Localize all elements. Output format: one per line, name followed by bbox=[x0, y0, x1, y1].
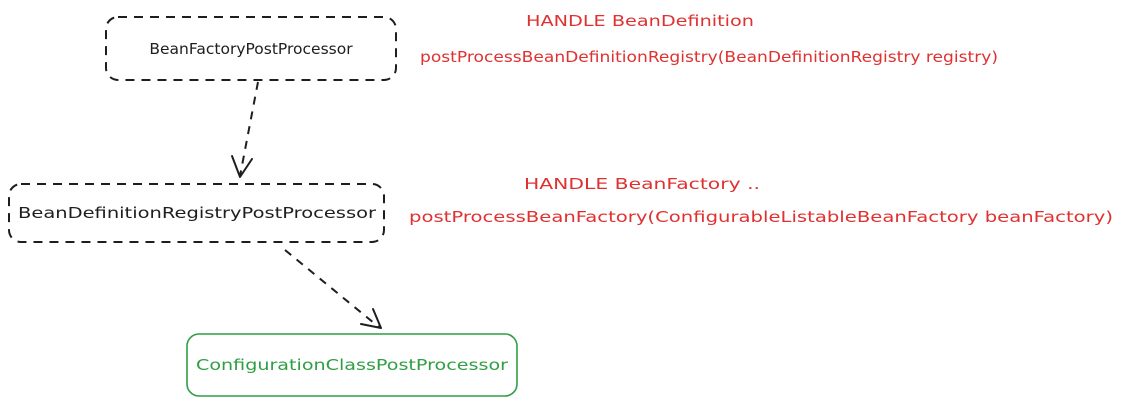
arrow-factory-to-registry-head bbox=[231, 155, 253, 178]
node-bean-factory-post-processor-label: BeanFactoryPostProcessor bbox=[149, 40, 353, 58]
note-registry: HANDLE BeanDefinition postProcessBeanDef… bbox=[420, 12, 998, 66]
note-factory-handle: HANDLE BeanFactory .. bbox=[524, 175, 760, 193]
arrow-factory-to-registry-line bbox=[239, 81, 259, 177]
node-bean-definition-registry-post-processor-label: BeanDefinitionRegistryPostProcessor bbox=[18, 204, 377, 222]
node-bean-definition-registry-post-processor-box bbox=[8, 183, 385, 243]
arrow-registry-to-configuration-line bbox=[284, 249, 381, 329]
note-registry-method: postProcessBeanDefinitionRegistry(BeanDe… bbox=[420, 48, 998, 66]
node-configuration-class-post-processor-label: ConfigurationClassPostProcessor bbox=[196, 356, 509, 374]
note-factory-method: postProcessBeanFactory(ConfigurableLista… bbox=[409, 208, 1113, 226]
node-bean-factory-post-processor[interactable]: BeanFactoryPostProcessor bbox=[105, 16, 397, 81]
node-bean-definition-registry-post-processor[interactable]: BeanDefinitionRegistryPostProcessor bbox=[8, 183, 385, 243]
arrow-registry-to-configuration-head bbox=[360, 308, 382, 329]
node-configuration-class-post-processor-box bbox=[186, 333, 518, 397]
node-configuration-class-post-processor[interactable]: ConfigurationClassPostProcessor bbox=[186, 333, 518, 397]
arrow-registry-to-configuration bbox=[284, 249, 382, 329]
note-registry-handle: HANDLE BeanDefinition bbox=[526, 12, 754, 30]
node-bean-factory-post-processor-box bbox=[105, 16, 397, 81]
arrow-factory-to-registry bbox=[231, 81, 259, 178]
note-factory: HANDLE BeanFactory .. postProcessBeanFac… bbox=[409, 175, 1113, 226]
